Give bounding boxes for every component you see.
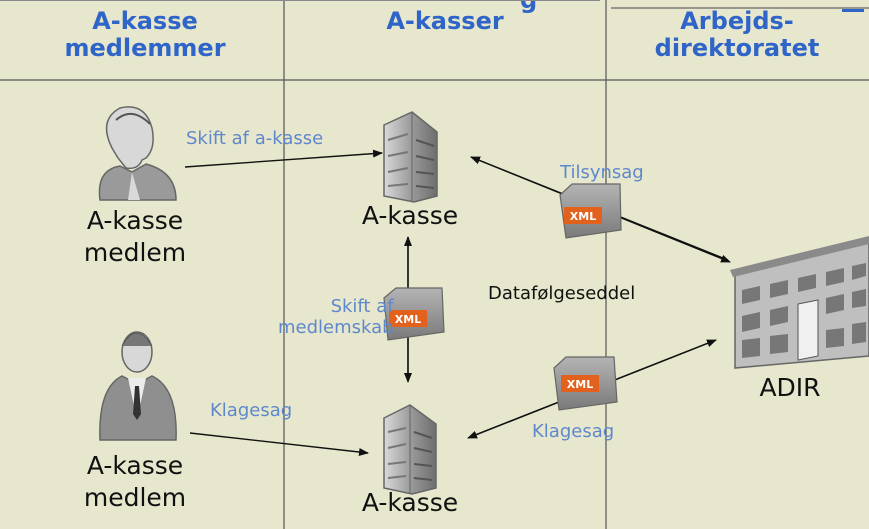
header-partial-underline [842,0,864,12]
center-note-datafolgeseddel: Datafølgeseddel [488,283,636,304]
member-bottom-line2: medlem [83,483,187,512]
man-icon [99,331,177,441]
office-building-icon-top [383,111,438,203]
adir-label: ADIR [759,373,821,402]
arrow-skift-af-akasse [184,149,383,168]
xml-folder-icon-medlemskab: XML [383,287,445,341]
xml-tag-3: XML [567,378,593,391]
fund-bottom-label: A-kasse [361,488,459,517]
flow-label-tilsynsag: Tilsynsag [560,162,644,183]
member-top-label: A-kasse medlem [60,205,210,269]
flow-label-skift-af-medlemskab: Skift af medlemskab [278,296,394,338]
header-partial-glyph: g [520,0,538,14]
column-header-directorate: Arbejds- direktoratet [612,8,862,62]
member-bottom-label: A-kasse medlem [60,450,210,514]
government-building-icon [730,236,869,369]
member-bottom-line1: A-kasse [86,451,184,480]
fund-top-label: A-kasse [361,201,459,230]
column-header-members: A-kasse medlemmer [30,8,260,62]
xml-folder-icon-klagesag: XML [553,356,618,411]
column-header-funds-line1: A-kasser [386,7,504,35]
xml-folder-icon-tilsynsag: XML [559,183,622,239]
xml-tag-1: XML [570,210,596,223]
office-building-icon-bottom [383,404,437,495]
member-top-line2: medlem [83,238,187,267]
flow-label-medlemskab-line1: Skift af [330,296,394,317]
arrow-klagesag-left [189,432,369,456]
column-header-members-line1: A-kasse [92,7,198,35]
woman-icon [98,106,177,201]
column-header-funds: A-kasser [300,8,590,35]
flow-label-klagesag-left: Klagesag [210,400,293,421]
column-header-members-line2: medlemmer [64,34,226,62]
flow-label-klagesag-right: Klagesag [532,421,615,442]
column-header-directorate-line1: Arbejds- [680,7,794,35]
flow-label-skift-af-akasse: Skift af a-kasse [186,128,324,149]
member-top-line1: A-kasse [86,206,184,235]
flow-label-medlemskab-line2: medlemskab [278,317,394,338]
column-header-directorate-line2: direktoratet [654,34,820,62]
xml-tag-2: XML [395,313,421,326]
